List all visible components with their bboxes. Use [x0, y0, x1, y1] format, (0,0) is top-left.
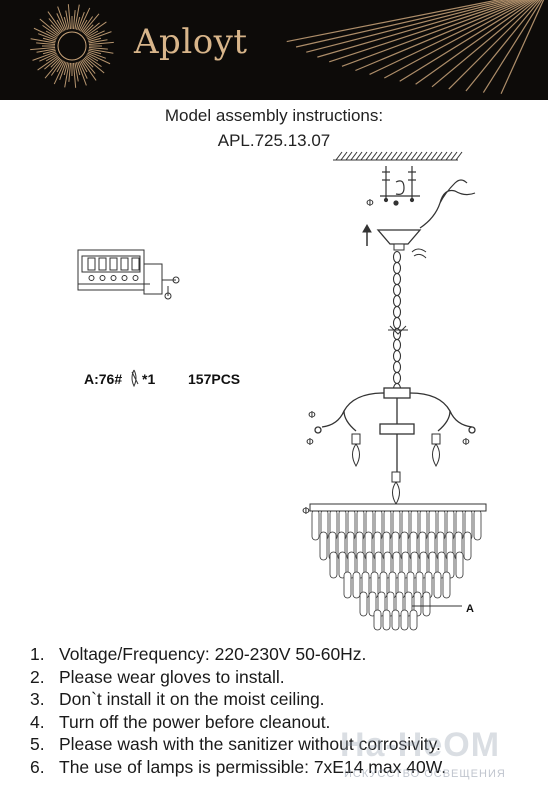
- chain-icon: [392, 250, 402, 396]
- screw-icon: [380, 166, 420, 206]
- brand-logo: Aployt: [134, 22, 248, 62]
- crystal-spec-label: A:76#: [84, 371, 122, 387]
- instruction-item: 2.Please wear gloves to install.: [30, 666, 285, 687]
- svg-text:Φ: Φ: [306, 437, 314, 448]
- terminal-block-icon: [77, 249, 180, 300]
- instruction-item: 3.Don`t install it on the moist ceiling.: [30, 689, 325, 709]
- crystal-icon: [131, 369, 139, 388]
- chandelier-arms-icon: [314, 387, 476, 480]
- canopy-icon: [376, 229, 422, 245]
- watermark-subtitle: ИСКУССТВО ОСВЕЩЕНИЯ: [344, 768, 506, 780]
- ceiling-icon: [333, 151, 463, 161]
- instruction-item: 5.Please wash with the sanitizer without…: [30, 734, 441, 754]
- chandelier-assembly-diagram: Φ A:76# *1 157PCS Φ Φ: [77, 151, 487, 631]
- svg-text:Φ: Φ: [302, 506, 310, 517]
- crystal-count: 157PCS: [188, 371, 240, 387]
- page-title: Model assembly instructions:: [164, 106, 384, 125]
- svg-text:Φ: Φ: [462, 437, 470, 448]
- instruction-item: 1.Voltage/Frequency: 220-230V 50-60Hz.: [30, 644, 367, 664]
- wire-icon: [419, 179, 476, 229]
- brand-header: Aployt: [0, 0, 548, 100]
- crystal-tiers-icon: [311, 509, 482, 631]
- bulb-icons: [351, 433, 441, 505]
- crystal-multiplier: *1: [142, 371, 155, 387]
- sunburst-decoration: [30, 0, 545, 94]
- instruction-item: 4.Turn off the power before cleanout.: [30, 711, 331, 732]
- svg-text:Φ: Φ: [366, 198, 374, 209]
- svg-text:Φ: Φ: [308, 410, 316, 421]
- model-number: APL.725.13.07: [217, 131, 331, 150]
- watermark: Ha-HeOM: [340, 726, 501, 764]
- arrow-up-icon: [362, 223, 372, 246]
- instruction-item: 6.The use of lamps is permissible: 7xE14…: [30, 756, 447, 777]
- instruction-list: 1.Voltage/Frequency: 220-230V 50-60Hz. 2…: [30, 643, 540, 778]
- callout-a: A: [466, 603, 474, 615]
